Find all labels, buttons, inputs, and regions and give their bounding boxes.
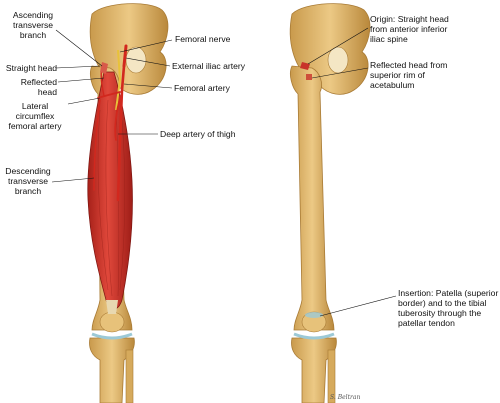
artist-signature: S. Beltran	[330, 394, 361, 401]
right-fibula	[327, 349, 336, 403]
right-limb	[289, 3, 371, 403]
right-obturator	[327, 46, 349, 74]
external-iliac-artery	[122, 44, 128, 68]
right-knee-cartilage	[293, 332, 335, 340]
label-reflected-head: Reflected head	[20, 77, 57, 97]
label-descending-transverse-branch: Descending transverse branch	[5, 166, 51, 196]
label-ascending-transverse-branch: Ascending transverse branch	[12, 10, 54, 40]
right-femur	[290, 65, 335, 331]
origin-mark-reflected-head	[306, 74, 312, 80]
left-tibia	[89, 337, 135, 403]
femoral-artery	[116, 64, 126, 202]
label-origin: Origin: Straight head from anterior infe…	[370, 14, 449, 44]
origin-mark-straight-head	[300, 62, 310, 70]
left-quadriceps-tendon	[106, 300, 118, 314]
left-fibula	[125, 349, 134, 403]
left-limb	[87, 3, 169, 403]
label-lateral-circumflex-femoral-artery: Lateral circumflex femoral artery	[8, 101, 62, 131]
label-reflected-head-origin: Reflected head from superior rim of acet…	[370, 60, 448, 90]
deep-artery-of-thigh	[114, 95, 122, 141]
left-femoral-nerve	[115, 49, 122, 111]
label-external-iliac-artery: External iliac artery	[172, 61, 246, 71]
left-straight-head	[100, 62, 108, 74]
label-femoral-nerve: Femoral nerve	[175, 34, 231, 44]
label-straight-head: Straight head	[5, 63, 57, 73]
right-tibia	[291, 337, 337, 403]
left-patella	[99, 311, 125, 333]
insertion-mark-patella	[305, 312, 323, 318]
label-insertion: Insertion: Patella (superior border) and…	[398, 288, 499, 328]
label-deep-artery-of-thigh: Deep artery of thigh	[160, 129, 236, 139]
descending-transverse-branch-artery	[93, 99, 101, 191]
label-femoral-artery: Femoral artery	[174, 83, 230, 93]
lateral-circumflex-femoral-artery	[97, 91, 121, 99]
leader-lines	[51, 27, 397, 317]
left-knee-cartilage	[91, 332, 133, 340]
